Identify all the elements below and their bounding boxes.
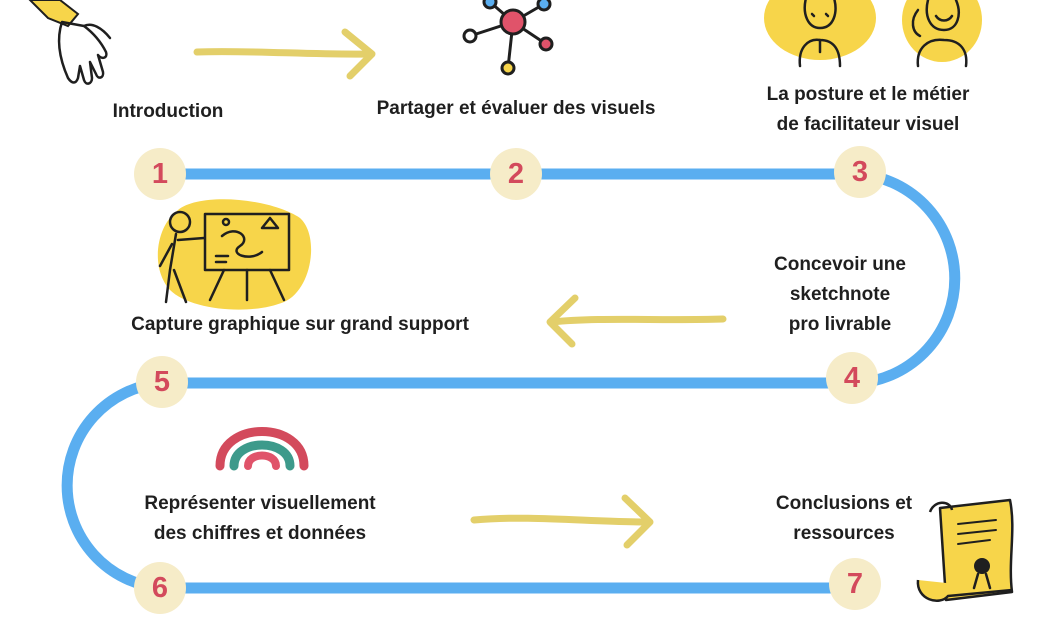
step-number-3: 3 bbox=[834, 146, 886, 198]
step-label-6: Représenter visuellement des chiffres et… bbox=[144, 493, 376, 544]
network-icon bbox=[462, 0, 554, 76]
step-label-3: La posture et le métier de facilitateur … bbox=[766, 84, 970, 135]
step-number-2: 2 bbox=[490, 148, 542, 200]
facilitators-icon bbox=[764, 0, 982, 68]
step-number-1: 1 bbox=[134, 148, 186, 200]
rainbow-icon bbox=[215, 427, 309, 471]
step-label-5: Capture graphique sur grand support bbox=[131, 314, 469, 335]
scroll-certificate-icon bbox=[916, 498, 1014, 602]
step-label-2: Partager et évaluer des visuels bbox=[376, 98, 656, 119]
arrow-left-icon bbox=[546, 294, 727, 348]
step-label-7: Conclusions et ressources bbox=[775, 493, 913, 544]
arrow-right-icon bbox=[193, 28, 376, 80]
step-number-4: 4 bbox=[826, 352, 878, 404]
hand-icon bbox=[28, 0, 112, 85]
step-number-5: 5 bbox=[136, 356, 188, 408]
step-number-7: 7 bbox=[829, 558, 881, 610]
whiteboard-presenter-icon bbox=[157, 199, 312, 310]
arrow-right-icon bbox=[470, 494, 654, 549]
step-label-4: Concevoir une sketchnote pro livrable bbox=[774, 254, 906, 335]
step-number-6: 6 bbox=[134, 562, 186, 614]
step-label-1: Introduction bbox=[112, 101, 224, 122]
